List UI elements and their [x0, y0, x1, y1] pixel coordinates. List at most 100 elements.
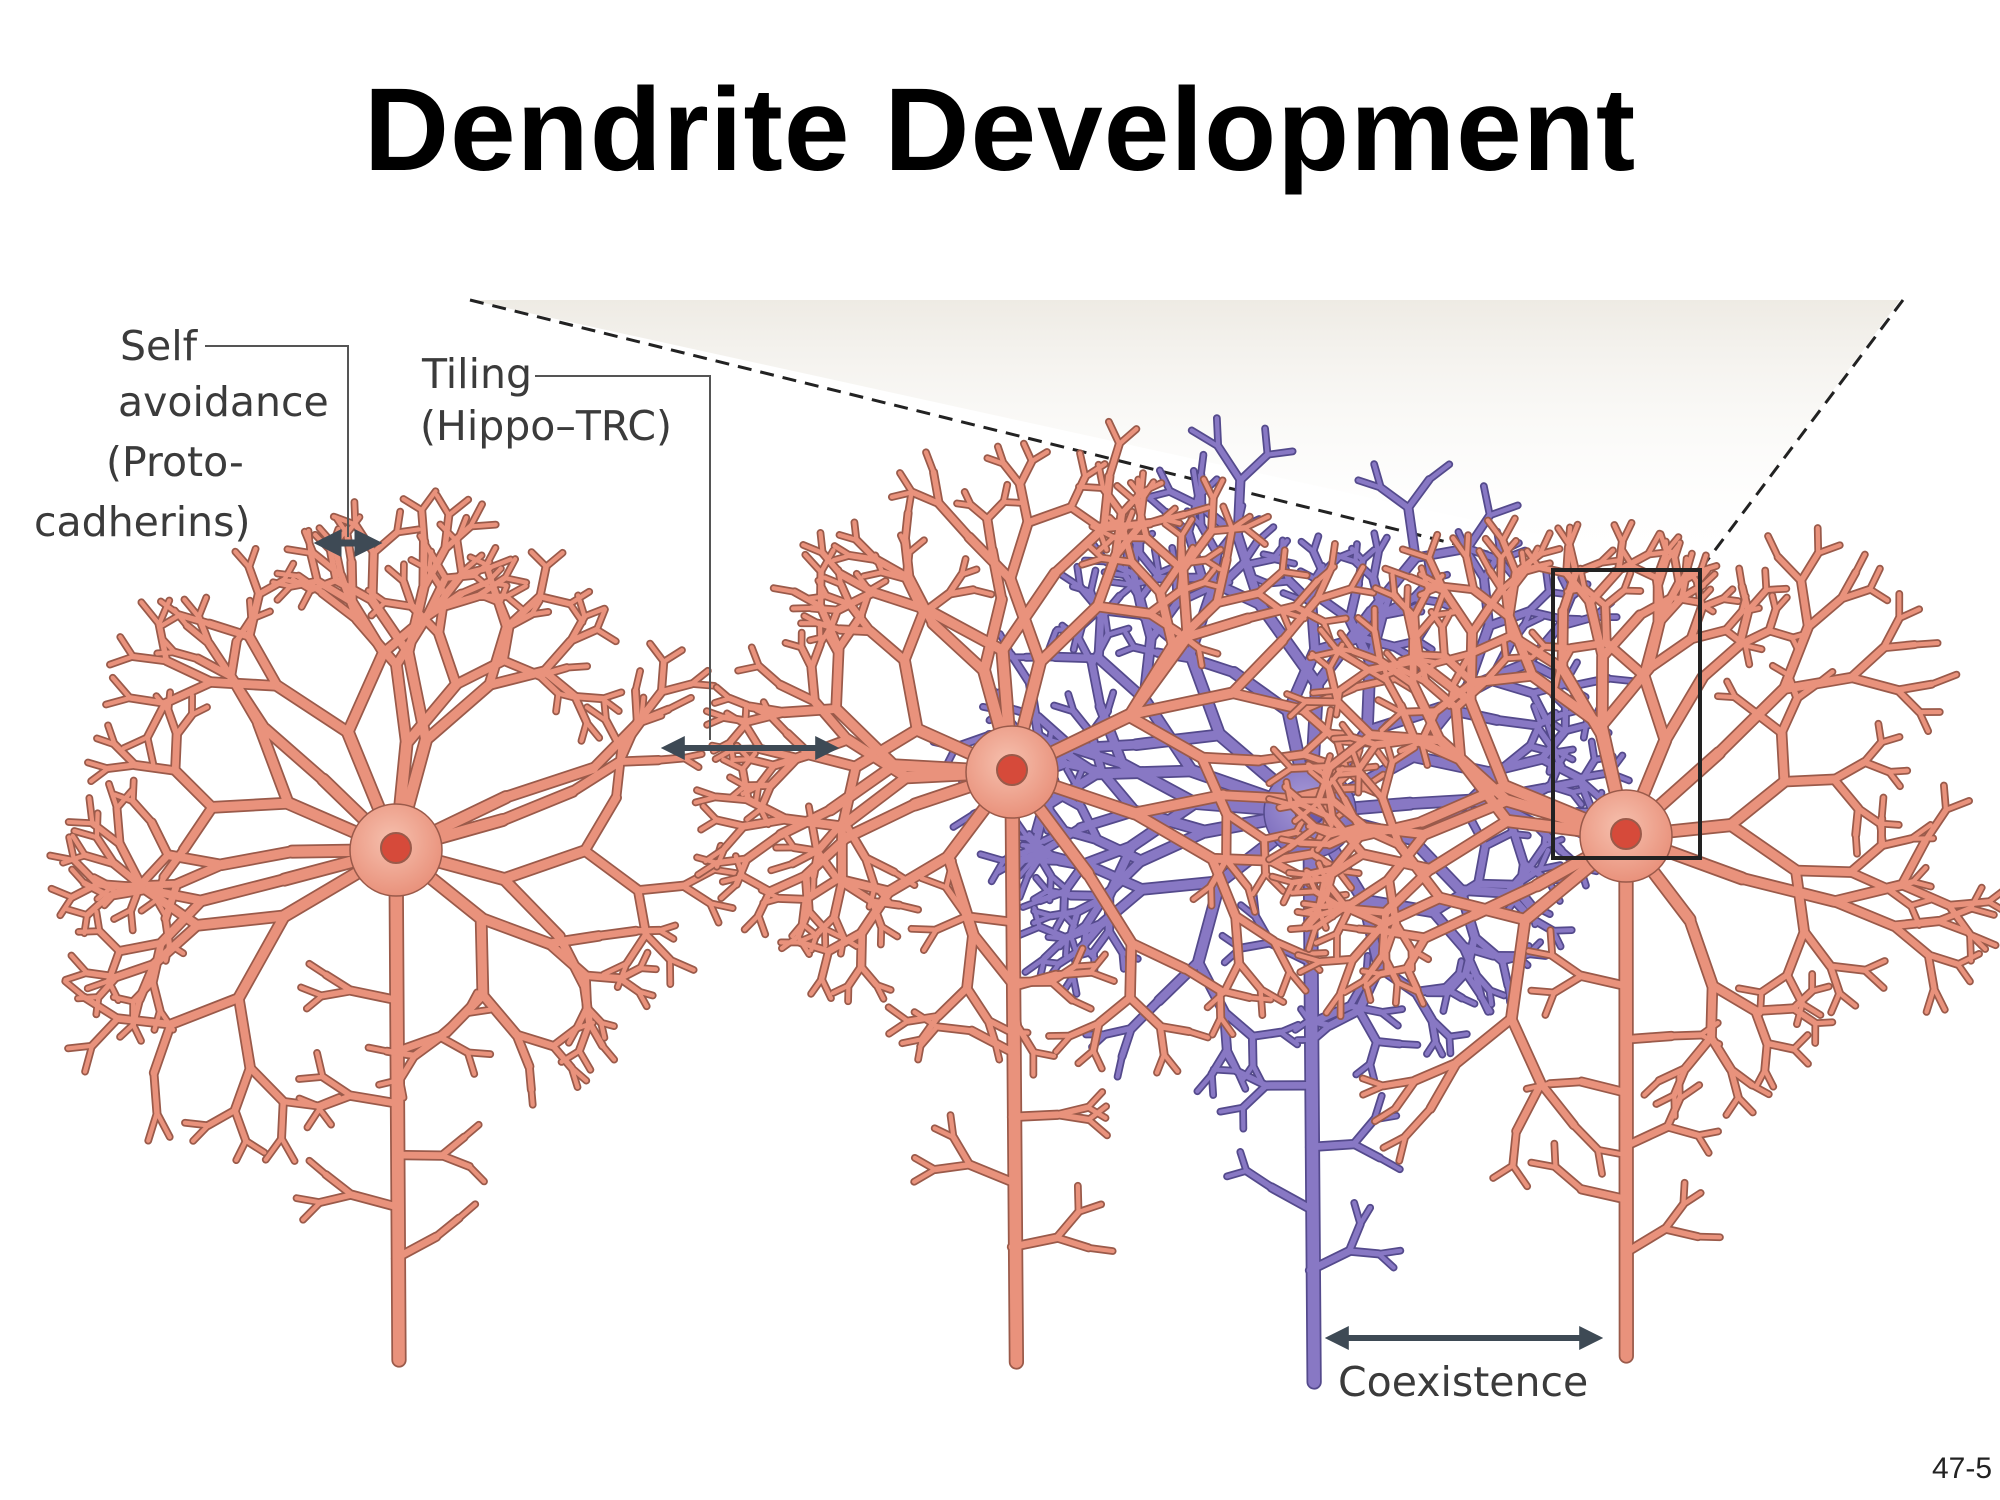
dendrite-branch — [368, 549, 378, 604]
dendrite-branch — [1602, 638, 1648, 680]
dendrite-branch — [272, 681, 353, 737]
dendrite-branch — [1743, 643, 1764, 652]
dendrite-branch — [1095, 615, 1105, 662]
dendrite-branch — [113, 960, 158, 981]
dendrite-branch — [1853, 832, 1860, 856]
dendrite-branch — [1084, 541, 1105, 561]
dendrite-branch — [490, 586, 510, 631]
dendrite-branch — [484, 545, 498, 567]
dendrite-branch — [1941, 783, 1949, 813]
dendrite-branch — [1415, 987, 1426, 1006]
dendrite-branch — [1295, 952, 1323, 964]
dendrite-branch — [633, 668, 643, 693]
dendrite-branch — [1456, 972, 1474, 979]
dendrite-branch — [1654, 594, 1686, 628]
dendrite-branch — [1077, 451, 1088, 479]
dendrite-branch — [928, 618, 989, 676]
dendrite-branch — [392, 1151, 445, 1159]
dendrite-branch — [253, 718, 293, 808]
dendrite-branch — [1355, 1007, 1381, 1045]
dendrite-branch — [1350, 1116, 1378, 1147]
dendrite-branch — [1966, 930, 1988, 952]
dendrite-branch — [1318, 956, 1356, 965]
dendrite-branch — [1837, 990, 1858, 1008]
dendrite-branch — [1384, 678, 1404, 709]
dendrite-branch — [70, 833, 88, 858]
dendrite-branch — [1668, 1032, 1704, 1039]
dendrite-branch — [504, 594, 526, 613]
dendrite-branch — [545, 939, 590, 980]
dendrite-branch — [572, 693, 590, 726]
dendrite-branch — [909, 489, 942, 507]
dendrite-branch — [550, 1026, 579, 1049]
dendrite-branch — [1521, 615, 1544, 628]
dendrite-branch — [1464, 532, 1471, 560]
dendrite-branch — [1063, 936, 1070, 958]
dendrite-branch — [85, 760, 111, 771]
dendrite-branch — [1072, 946, 1085, 969]
dendrite-branch — [1465, 697, 1510, 791]
dendrite-branch — [1550, 927, 1574, 933]
dendrite-branch — [1221, 504, 1235, 531]
dendrite-branch — [142, 885, 206, 905]
dendrite-branch — [1017, 924, 1042, 938]
dendrite-branch — [1459, 995, 1477, 1006]
dendrite-branch — [1765, 533, 1781, 560]
dendrite-branch — [1338, 631, 1356, 654]
dendrite-branch — [1886, 769, 1903, 789]
dendrite-branch — [832, 644, 843, 713]
dendrite-branch — [1203, 557, 1222, 572]
dendrite-branch — [1360, 969, 1383, 976]
dendrite-branch — [1367, 1038, 1380, 1067]
dendrite-branch — [983, 515, 996, 554]
tiling-leader — [535, 375, 711, 740]
dendrite-branch — [246, 564, 262, 598]
dendrite-branch — [1751, 709, 1785, 737]
dendrite-branch — [468, 522, 498, 529]
dendrite-branch — [1082, 946, 1098, 962]
dendrite-branch — [347, 1092, 400, 1107]
dendrite-branch — [1138, 877, 1225, 894]
dendrite-branch — [1053, 1209, 1082, 1241]
dendrite-branch — [1827, 963, 1843, 996]
dendrite-branch — [172, 608, 190, 628]
dendrite-branch — [1867, 566, 1883, 592]
dendrite-branch — [643, 931, 673, 963]
dendrite-branch — [1880, 641, 1918, 651]
dendrite-branch — [1791, 1046, 1811, 1066]
dendrite-branch — [1201, 567, 1216, 585]
dendrite-branch — [1056, 948, 1082, 967]
dendrite-branch — [1311, 534, 1321, 554]
dendrite-branch — [103, 695, 133, 707]
dendrite-branch — [1370, 549, 1382, 582]
dendrite-branch — [1250, 1063, 1264, 1085]
dendrite-branch — [1223, 526, 1235, 563]
dendrite-branch — [154, 1110, 172, 1140]
dendrite-branch — [1736, 986, 1764, 995]
dendrite-branch — [58, 895, 75, 918]
nucleus — [1610, 818, 1642, 850]
dendrite-branch — [617, 975, 642, 995]
dendrite-branch — [580, 793, 621, 855]
dendrite-branch — [1830, 758, 1868, 783]
dendrite-branch — [173, 860, 226, 889]
dendrite-branch — [1017, 872, 1031, 900]
dendrite-branch — [776, 805, 835, 839]
dendrite-branch — [1064, 767, 1078, 787]
dendrite-branch — [1310, 651, 1332, 671]
dendrite-branch — [1770, 663, 1791, 677]
dendrite-branch — [94, 994, 101, 1017]
dendrite-branch — [1847, 644, 1888, 682]
dendrite-branch — [1778, 694, 1801, 737]
dendrite-branch — [368, 596, 413, 658]
dendrite-branch — [1373, 586, 1397, 599]
dendrite-branch — [1124, 711, 1207, 763]
dendrite-branch — [49, 886, 75, 900]
dendrite-branch — [48, 853, 77, 863]
dendrite-branch — [1129, 790, 1228, 818]
dendrite-branch — [400, 579, 415, 610]
dendrite-branch — [105, 762, 138, 772]
dendrite-branch — [1181, 965, 1224, 994]
dendrite-branch — [1427, 1059, 1461, 1113]
dendrite-branch — [745, 807, 763, 822]
